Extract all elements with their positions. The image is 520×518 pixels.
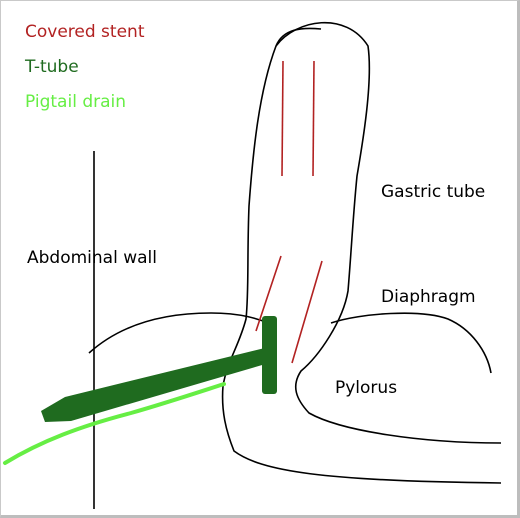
legend-t-tube: T-tube — [24, 57, 79, 77]
label-pylorus: Pylorus — [335, 378, 397, 398]
legend-covered-stent: Covered stent — [25, 22, 145, 42]
covered-stent — [255, 60, 323, 364]
stent-line — [312, 60, 315, 177]
diaphragm-outline — [88, 312, 492, 374]
stent-line — [281, 60, 284, 177]
stent-line — [255, 255, 282, 332]
label-gastric-tube: Gastric tube — [381, 182, 485, 202]
stent-line — [291, 260, 323, 364]
t-tube — [41, 316, 277, 422]
pigtail-drain — [3, 382, 226, 465]
label-abdominal-wall: Abdominal wall — [27, 248, 157, 268]
gastric-tube-outline-right — [275, 21, 502, 444]
t-tube-shaft — [41, 347, 269, 422]
legend-pigtail-drain: Pigtail drain — [25, 92, 126, 112]
label-diaphragm: Diaphragm — [381, 287, 476, 307]
gastric-tube-outline-left — [221, 27, 502, 484]
t-tube-crossbar — [262, 316, 277, 394]
